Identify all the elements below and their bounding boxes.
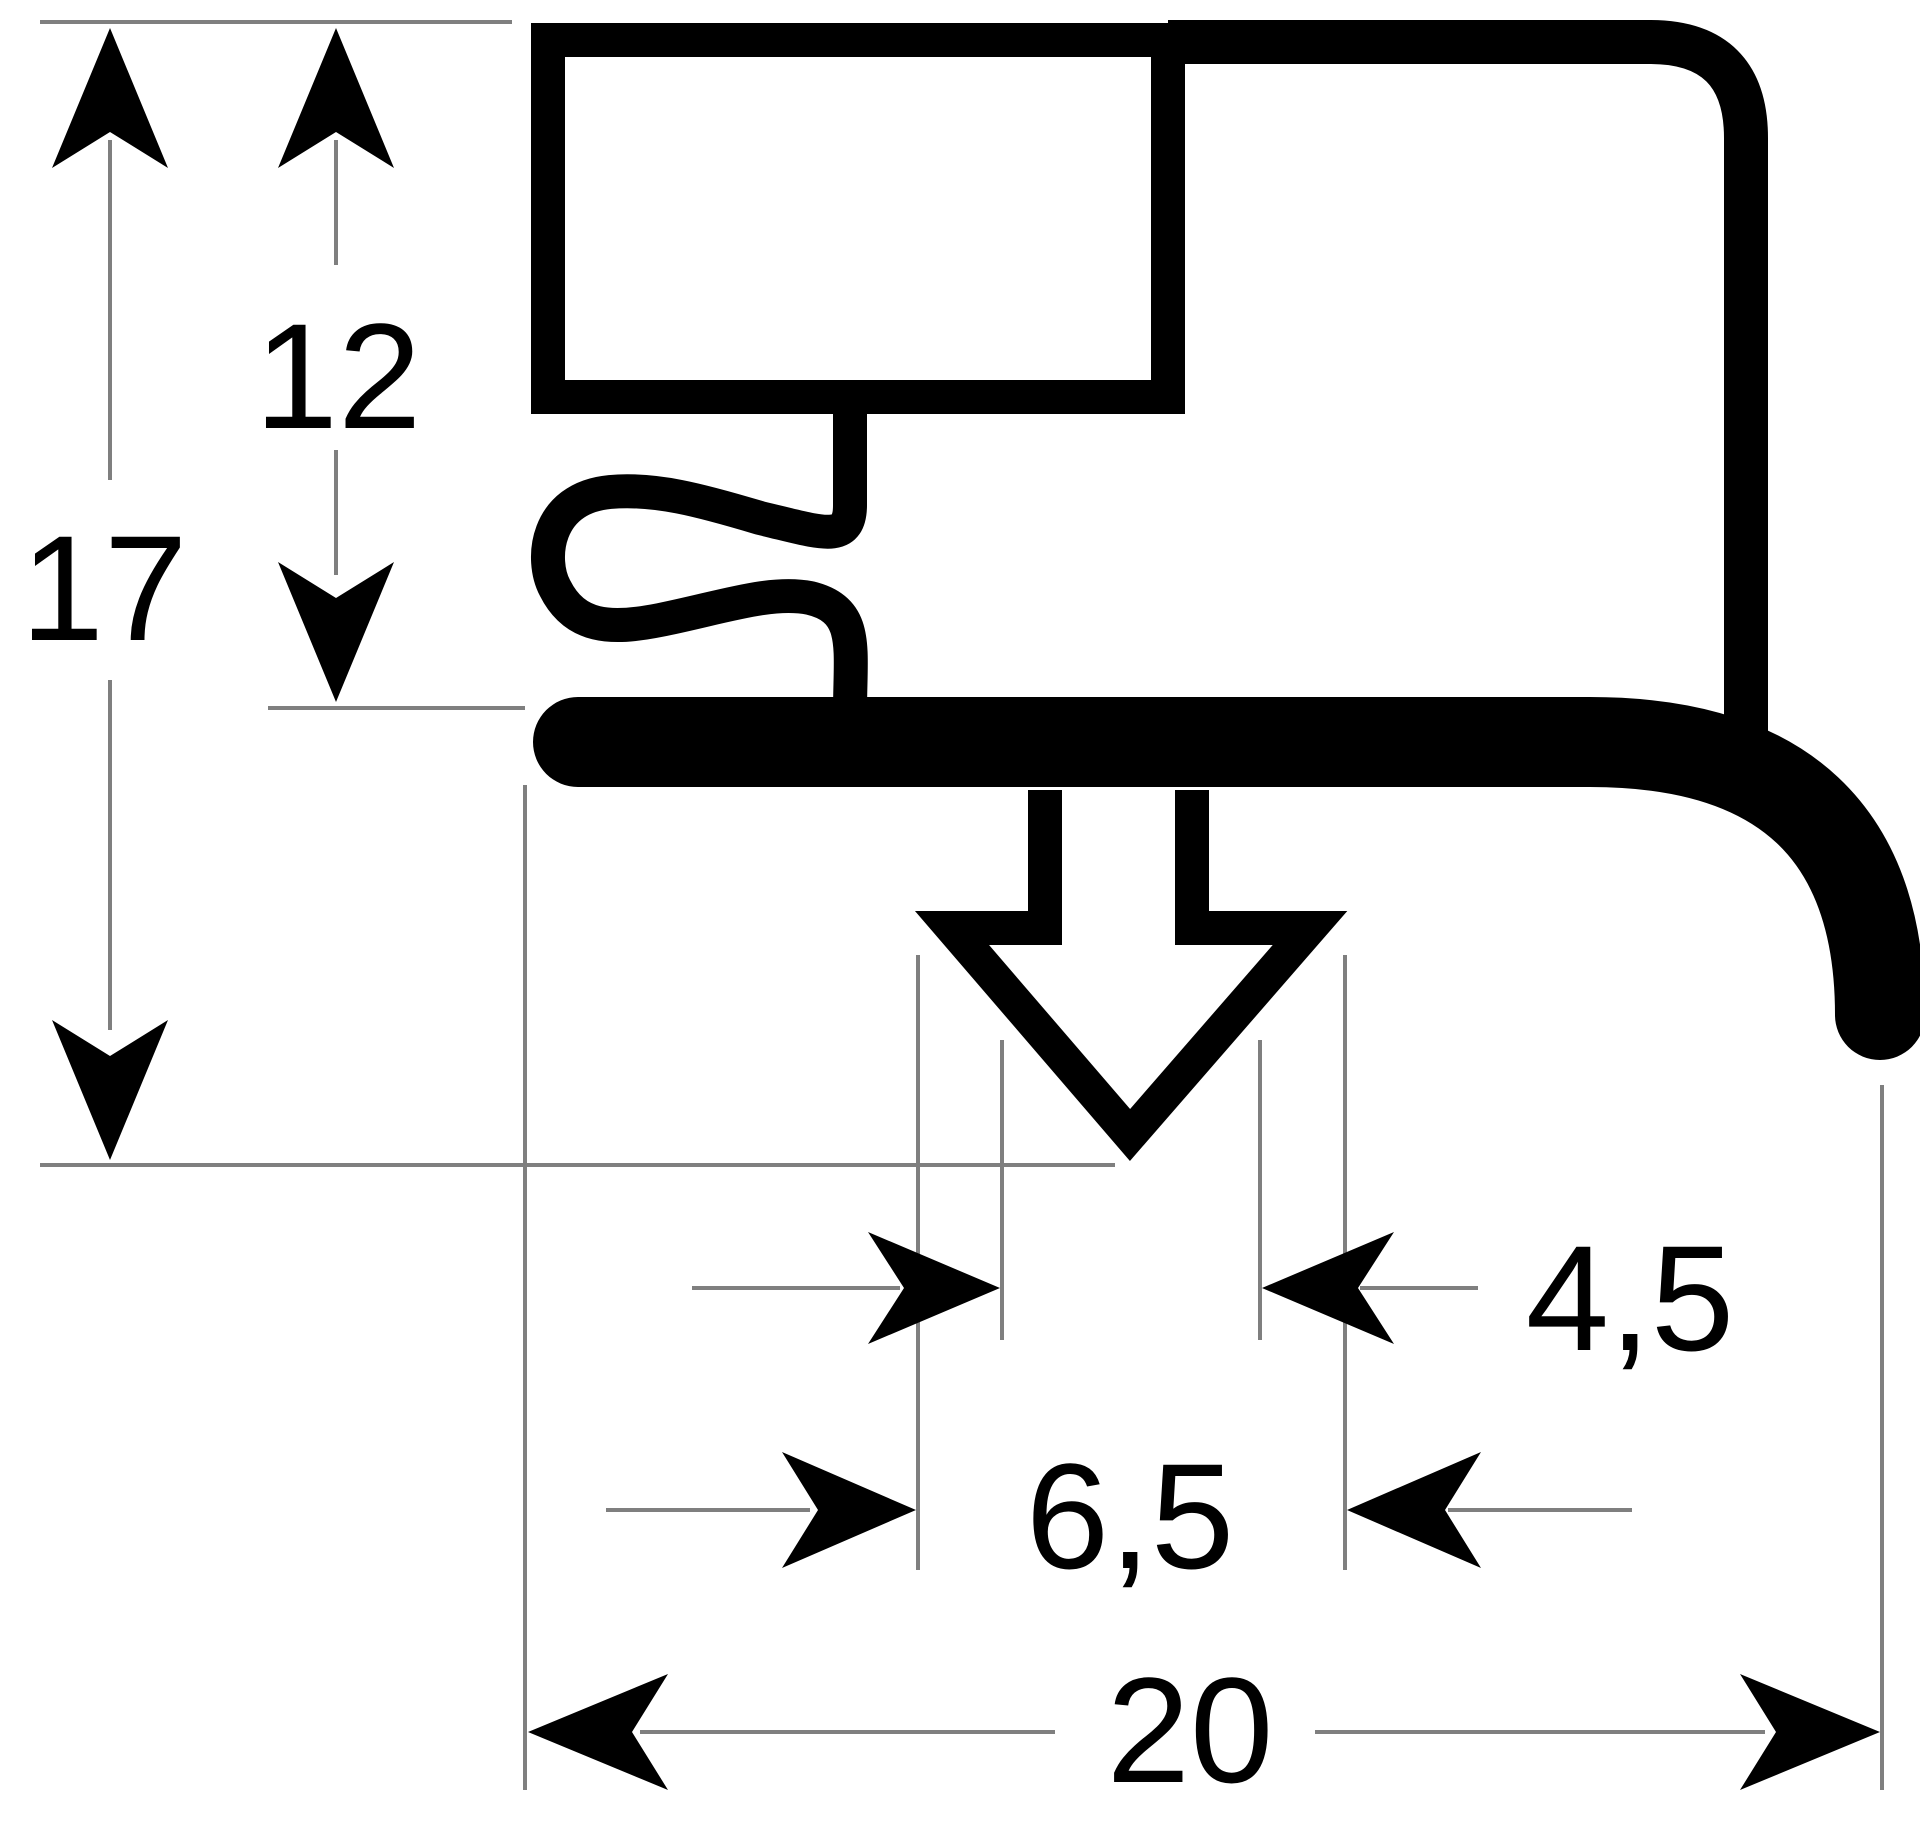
label-base-inner-width: 4,5 <box>1526 1214 1735 1382</box>
arrow-65-right <box>1347 1452 1481 1568</box>
arrow-65-left <box>782 1452 916 1568</box>
fixing-dart <box>914 790 1348 1161</box>
label-base-outer-width: 6,5 <box>1026 1432 1235 1600</box>
arrow-20-left <box>528 1674 668 1790</box>
arrow-12-bottom <box>278 562 394 702</box>
arrow-12-top <box>278 28 394 168</box>
arrow-17-top <box>52 28 168 168</box>
base-plate <box>533 697 1920 1060</box>
dimension-lines <box>40 20 1884 1790</box>
label-height-total: 17 <box>21 504 188 672</box>
arrowheads <box>52 28 1880 1790</box>
label-height-inner: 12 <box>255 292 422 460</box>
arrow-17-bottom <box>52 1020 168 1160</box>
outer-wall <box>1168 20 1768 748</box>
arrow-45-left <box>868 1232 1000 1344</box>
dimension-labels: 17 12 20 4,5 6,5 <box>21 292 1735 1814</box>
label-width-total: 20 <box>1107 1646 1274 1814</box>
arrow-45-right <box>1262 1232 1394 1344</box>
bellows-fold <box>531 474 868 729</box>
arrow-20-right <box>1740 1674 1880 1790</box>
magnet-chamber <box>531 23 1185 414</box>
gasket-profile <box>531 20 1920 1161</box>
